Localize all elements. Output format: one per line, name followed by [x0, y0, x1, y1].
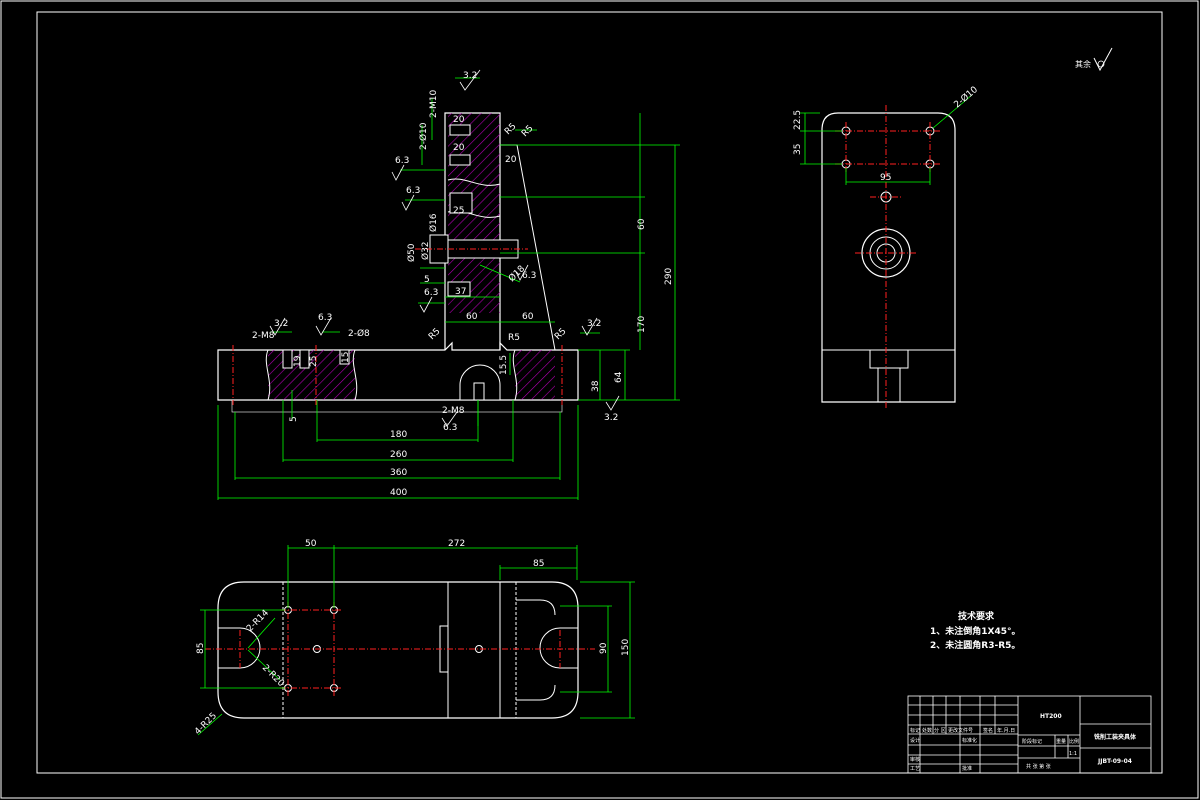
dim-20c: 20 — [505, 155, 517, 165]
plan-85v: 85 — [196, 643, 206, 654]
side-22-5: 22.5 — [793, 110, 803, 130]
roughness-3: 6.3 — [406, 186, 420, 196]
plan-2r20: 2-R20 — [260, 663, 286, 689]
dim-r5a: R5 — [503, 122, 519, 138]
dim-15: 15 — [341, 352, 351, 363]
weight-label: 重量 — [1056, 738, 1066, 745]
dim-v290: 290 — [664, 268, 674, 285]
sheet-label: 共 张 第 张 — [1026, 763, 1051, 770]
label-2m8-left: 2-M8 — [252, 331, 275, 341]
title-block-text: HT200 铣削工装夹具体 JJBT-09-04 标记 处数 分 区 更改文件号… — [910, 713, 1137, 772]
dim-phi32: Ø32 — [420, 241, 431, 260]
plan-4r25: 4-R25 — [193, 711, 219, 737]
plan-85: 85 — [533, 559, 544, 569]
dim-phi16: Ø16 — [428, 213, 439, 232]
roughness-5: 3.2 — [274, 319, 288, 329]
plan-2r14: 2-R14 — [245, 608, 271, 634]
stage-label: 阶段标记 — [1022, 738, 1042, 745]
row-label-4: 更改文件号 — [948, 727, 973, 734]
approve-label: 批准 — [962, 765, 972, 772]
plan-272: 272 — [448, 539, 465, 549]
dim-v60: 60 — [637, 218, 647, 230]
label-2phi8-left: 2-Ø8 — [348, 328, 370, 339]
inner-border — [36, 11, 1163, 774]
scale-value: 1:1 — [1069, 751, 1077, 757]
default-roughness-label: 其余 — [1075, 59, 1091, 69]
row-label-1: 标记 — [910, 727, 920, 734]
title-block — [907, 695, 1152, 774]
drawing-code: JJBT-09-04 — [1097, 758, 1132, 765]
dim-v38: 38 — [591, 380, 601, 392]
material: HT200 — [1040, 713, 1062, 720]
dim-60b: 60 — [522, 312, 534, 322]
label-2m10: 2-M10 — [429, 90, 439, 118]
dim-phi50: Ø50 — [406, 243, 417, 262]
plan-150: 150 — [621, 639, 631, 656]
dim-r5c: R5 — [427, 327, 443, 343]
side-view: 2-Ø10 22.5 35 95 — [793, 84, 980, 410]
scale-label: 比例 — [1069, 738, 1079, 745]
dim-15-5: 15.5 — [499, 355, 509, 375]
design-label: 设计 — [910, 737, 920, 744]
row-label-3: 分 区 — [934, 727, 946, 734]
dim-19: 19 — [293, 355, 303, 367]
dim-5b: 5 — [289, 416, 299, 422]
dim-v170: 170 — [637, 316, 647, 333]
tech-req-title: 技术要求 — [958, 610, 995, 622]
dim-20b: 20 — [453, 143, 465, 153]
plan-view: 50 272 85 150 90 85 2-R14 2-R20 4-R25 — [193, 539, 635, 737]
technical-requirements: 技术要求 1、未注倒角1X45°。 2、未注圆角R3-R5。 — [930, 610, 1021, 651]
side-35: 35 — [793, 144, 803, 155]
side-2phi10: 2-Ø10 — [952, 84, 980, 110]
process-label: 工艺 — [910, 766, 920, 772]
standard-label: 标准化 — [962, 737, 977, 744]
roughness-9: 6.3 — [522, 271, 536, 281]
tech-req-line1: 1、未注倒角1X45°。 — [930, 625, 1021, 637]
front-view: 2-M10 2-Ø10 2-M8 2-Ø8 2-M8 3.2 6.3 6.3 6… — [217, 69, 680, 500]
side-95: 95 — [880, 173, 891, 183]
dim-r5b: R5 — [520, 124, 536, 140]
dim-v64: 64 — [614, 371, 624, 383]
dim-20a: 20 — [453, 115, 465, 125]
dim-25b: 25 — [309, 356, 319, 367]
dim-260: 260 — [390, 450, 407, 460]
tech-req-line2: 2、未注圆角R3-R5。 — [930, 639, 1020, 651]
dim-5: 5 — [424, 275, 430, 285]
roughness-4: 6.3 — [424, 288, 438, 298]
dim-37: 37 — [455, 287, 466, 297]
dim-r5d: R5 — [508, 333, 520, 343]
plan-50: 50 — [305, 539, 317, 549]
roughness-6: 6.3 — [318, 313, 332, 323]
row-label-5: 签名 — [983, 727, 993, 734]
part-name: 铣削工装夹具体 — [1094, 733, 1137, 741]
roughness-1: 3.2 — [463, 71, 477, 81]
default-roughness-symbol: 其余 — [1075, 47, 1113, 72]
dim-360: 360 — [390, 468, 407, 478]
plan-90: 90 — [599, 642, 609, 654]
dim-400: 400 — [390, 488, 407, 498]
dim-r5e: R5 — [553, 327, 569, 343]
dim-60a: 60 — [466, 312, 478, 322]
roughness-10: 6.3 — [443, 423, 457, 433]
label-2m8-bottom: 2-M8 — [442, 406, 465, 416]
roughness-2: 6.3 — [395, 156, 409, 166]
row-label-2: 处数 — [922, 727, 932, 734]
row-label-6: 年.月.日 — [997, 727, 1015, 734]
roughness-7: 3.2 — [587, 319, 601, 329]
dim-25: 25 — [453, 206, 464, 216]
dim-180: 180 — [390, 430, 407, 440]
review-label: 审核 — [910, 756, 920, 763]
label-2phi10: 2-Ø10 — [418, 122, 429, 150]
roughness-8: 3.2 — [604, 413, 618, 423]
